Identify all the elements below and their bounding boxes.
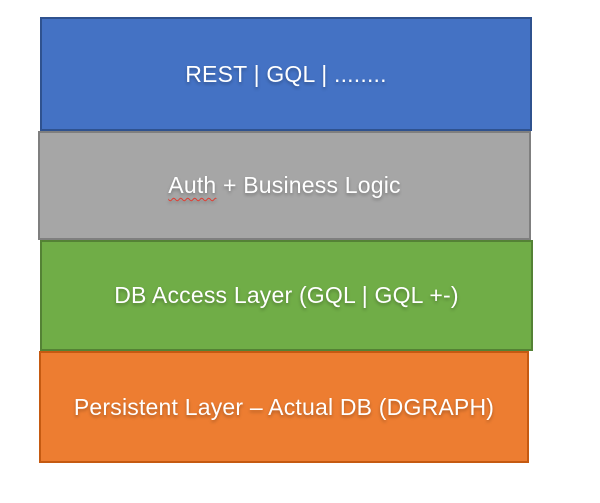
layer-api-label: REST | GQL | ........ [185, 60, 387, 87]
layer-db-access: DB Access Layer (GQL | GQL +-) [40, 240, 533, 351]
misspelled-word-auth: Auth [168, 172, 217, 198]
layer-auth-label-rest: + Business Logic [216, 172, 401, 198]
layer-persistent-label: Persistent Layer – Actual DB (DGRAPH) [73, 393, 495, 420]
layer-persistent: Persistent Layer – Actual DB (DGRAPH) [39, 351, 529, 463]
layer-auth-business-logic-label: Auth + Business Logic [168, 172, 400, 199]
layer-auth-business-logic: Auth + Business Logic [38, 131, 531, 240]
layer-db-access-label: DB Access Layer (GQL | GQL +-) [114, 282, 459, 308]
layer-api: REST | GQL | ........ [40, 17, 532, 131]
